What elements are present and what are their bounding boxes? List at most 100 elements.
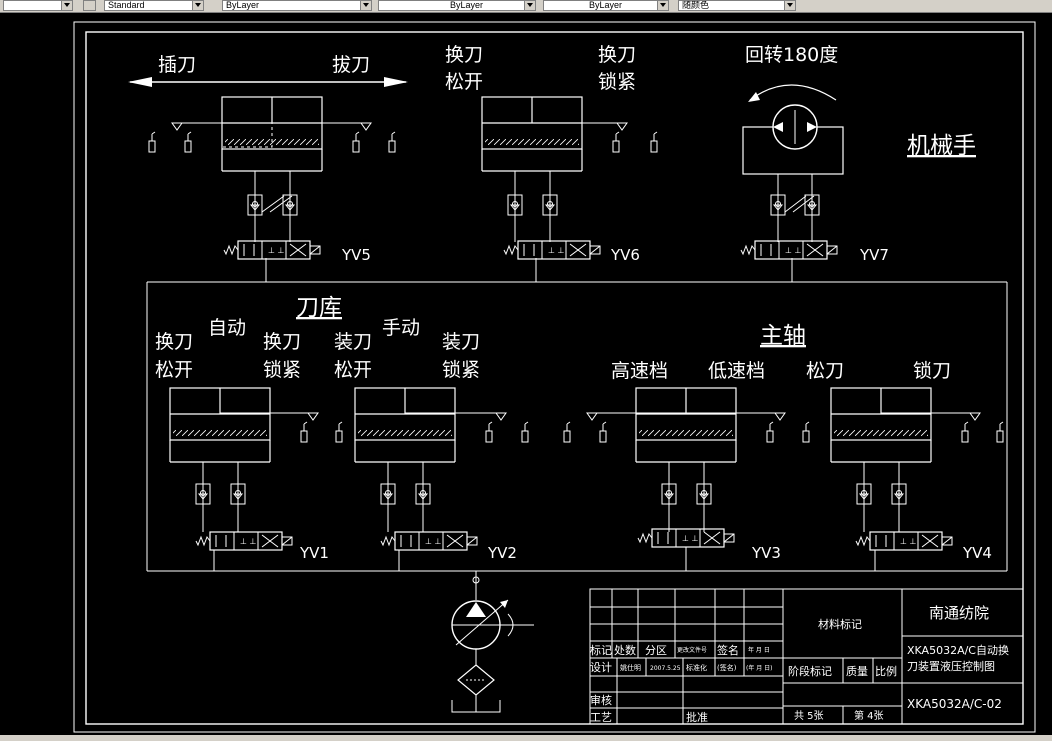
linetype-value: ByLayer [450, 0, 484, 10]
rotation-arc [749, 84, 837, 101]
chevron-down-icon[interactable] [657, 1, 668, 10]
solenoid-valve-yv3[interactable] [637, 528, 735, 548]
label-huan-dao-c: 换刀 [155, 331, 193, 353]
text-style-select[interactable]: Standard [104, 0, 204, 11]
tb-sign: 签名 [717, 643, 739, 657]
tb-process: 工艺 [590, 711, 612, 724]
limit-switch-icon [485, 421, 493, 443]
limit-switch-icon [352, 131, 360, 153]
tb-count: 处数 [614, 644, 636, 657]
label-yv3: YV3 [751, 544, 781, 562]
arrow-right-icon [384, 77, 408, 87]
cylinder-magazine-1 [169, 387, 271, 463]
label-yv1: YV1 [299, 544, 329, 562]
label-disu: 低速档 [708, 360, 765, 382]
manipulator-group: 插刀 拔刀 YV5 换刀 松开 换刀 锁紧 YV6 [128, 44, 976, 264]
label-song-dao: 松刀 [806, 360, 844, 382]
solenoid-valve-yv2[interactable] [380, 531, 478, 551]
limit-switch-icon [612, 131, 620, 153]
title-block-text: 南通纺院 XKA5032A/C自动换 刀装置液压控制图 XKA5032A/C-0… [590, 604, 1009, 724]
tb-design: 设计 [590, 661, 612, 674]
tb-mark: 标记 [590, 643, 612, 657]
tb-std-date: (年 月 日) [746, 664, 773, 672]
tb-std-sign: (签名) [717, 663, 737, 672]
chevron-down-icon[interactable] [360, 1, 371, 10]
limit-switch-icon [521, 421, 529, 443]
solenoid-valve-yv5[interactable] [223, 240, 321, 260]
limit-switch-icon [996, 421, 1004, 443]
tb-change-doc: 更改文件号 [677, 646, 707, 654]
title-block [589, 588, 1024, 725]
color-value: 随颜色 [682, 0, 710, 10]
label-huan-dao-a: 换刀 [445, 44, 483, 66]
label-daoku: 刀库 [296, 295, 342, 321]
limit-switch-icon [766, 421, 774, 443]
cylinder-magazine-2 [354, 387, 456, 463]
solenoid-valve-yv1[interactable] [195, 531, 293, 551]
layer-value: ByLayer [226, 0, 260, 10]
status-strip [0, 735, 1052, 741]
solenoid-valve-yv4[interactable] [855, 531, 953, 551]
label-cha-dao: 插刀 [158, 54, 196, 76]
label-suo-jin-d: 锁紧 [263, 359, 301, 381]
tb-title-line2: 刀装置液压控制图 [907, 659, 995, 673]
label-huan-dao-d: 换刀 [263, 331, 301, 353]
inner-frame [85, 31, 1024, 725]
chevron-down-icon[interactable] [784, 1, 795, 10]
label-song-kai-c: 松开 [155, 359, 193, 381]
lineweight-value: ByLayer [589, 0, 623, 10]
label-song-kai-a: 松开 [445, 71, 483, 93]
label-suo-dao: 锁刀 [913, 360, 951, 382]
solenoid-valve-yv6[interactable] [503, 240, 601, 260]
label-zhuang-dao-f: 装刀 [442, 331, 480, 353]
cylinder-huan-dao [481, 96, 583, 172]
color-select[interactable]: 随颜色 [678, 0, 796, 11]
linetype-select[interactable]: ByLayer [378, 0, 536, 11]
hydraulic-diagram-canvas[interactable]: ⊥ ⊥ 插刀 拔刀 YV5 [0, 12, 1052, 735]
stop-marker-icon [495, 412, 507, 421]
solenoid-valve-yv7[interactable] [740, 240, 838, 260]
label-zhuang-dao-e: 装刀 [334, 331, 372, 353]
lineweight-select[interactable]: ByLayer [543, 0, 669, 11]
limit-switch-icon [599, 421, 607, 443]
tb-zone: 分区 [645, 644, 667, 657]
tank-icon [451, 700, 501, 713]
label-yv2: YV2 [487, 544, 517, 562]
label-yv5: YV5 [341, 246, 371, 264]
limit-switch-icon [148, 131, 156, 153]
stop-marker-icon [171, 122, 183, 131]
layer-select[interactable]: ByLayer [222, 0, 372, 11]
limit-switch-icon [388, 131, 396, 153]
label-song-kai-e: 松开 [334, 359, 372, 381]
toolbar-dropdown-left[interactable] [3, 0, 73, 11]
cylinder-tool-clamp [830, 387, 932, 463]
limit-switch-icon [961, 421, 969, 443]
limit-switch-icon [563, 421, 571, 443]
text-style-icon[interactable] [83, 0, 96, 11]
spindle-group: 主轴 高速档 低速档 松刀 锁刀 YV3 YV4 [563, 323, 1004, 571]
label-gaosu: 高速档 [611, 360, 668, 382]
label-yv6: YV6 [610, 246, 640, 264]
tb-stage: 阶段标记 [788, 664, 832, 678]
tb-scale: 比例 [875, 664, 897, 678]
cylinder-speed-shift [635, 387, 737, 463]
tb-approve: 批准 [686, 710, 708, 724]
tb-company: 南通纺院 [929, 604, 989, 622]
stop-marker-icon [586, 412, 598, 421]
limit-switch-icon [802, 421, 810, 443]
limit-switch-icon [335, 421, 343, 443]
tb-material: 材料标记 [818, 617, 862, 631]
tb-mass: 质量 [846, 665, 868, 678]
stop-marker-icon [774, 412, 786, 421]
arrow-left-icon [128, 77, 152, 87]
chevron-down-icon[interactable] [61, 1, 72, 10]
outer-frame [73, 21, 1036, 733]
label-suo-jin-b: 锁紧 [598, 71, 636, 93]
limit-switch-icon [650, 131, 658, 153]
chevron-down-icon[interactable] [524, 1, 535, 10]
chevron-down-icon[interactable] [192, 1, 203, 10]
stop-marker-icon [969, 412, 981, 421]
label-yv4: YV4 [962, 544, 992, 562]
tb-design-date: 2007.5.25 [650, 665, 681, 672]
stop-marker-icon [307, 412, 319, 421]
